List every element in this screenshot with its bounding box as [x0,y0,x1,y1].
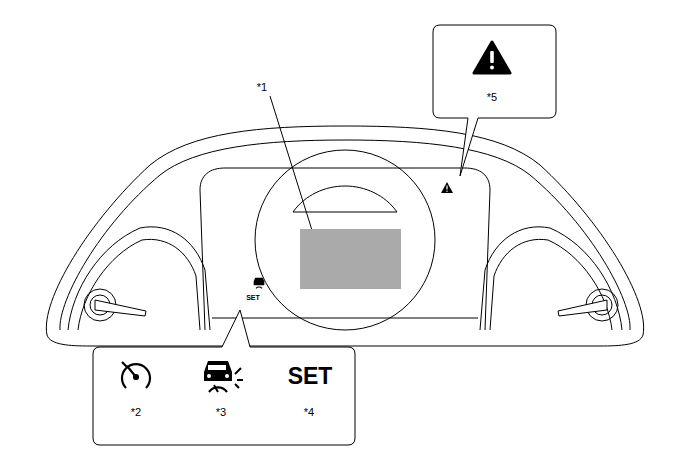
left-pod [68,227,210,330]
warning-mark [446,191,447,192]
callout-box: SET *2 *3 *4 [93,347,355,445]
cluster-housing [46,126,643,346]
warning-mark [446,186,447,190]
radar-cruise-icon [254,278,265,289]
right-pod [480,227,622,330]
center-bezel [200,168,490,330]
indicator-text: SET [288,365,333,388]
callout-number: *1 [257,82,267,93]
callout-number: *4 [304,407,314,418]
callout-number: *3 [216,407,226,418]
master-warning-icon [474,42,510,73]
master-warning-icon [441,182,453,193]
warning-mark [490,51,494,63]
indicator-text: SET [246,294,260,301]
right-needle [558,300,607,316]
warning-mark [490,66,494,70]
callout-number: *5 [487,92,497,103]
bezel-lower-line [212,318,478,319]
left-pod-inner [78,239,200,330]
radar-cruise-icon [204,361,243,392]
callout-number: *2 [131,407,141,418]
housing-inner-line [60,140,630,330]
multi-info-display [300,229,401,289]
right-pod-inner [490,239,612,330]
callout-box: *5 [433,25,556,118]
leader-line [270,96,316,243]
callout-box-outline [93,310,355,445]
meter-ring [255,150,435,330]
cruise-control-icon [122,362,150,388]
upper-display [293,186,397,212]
left-needle [95,300,146,316]
callout-box-outline [433,25,556,176]
